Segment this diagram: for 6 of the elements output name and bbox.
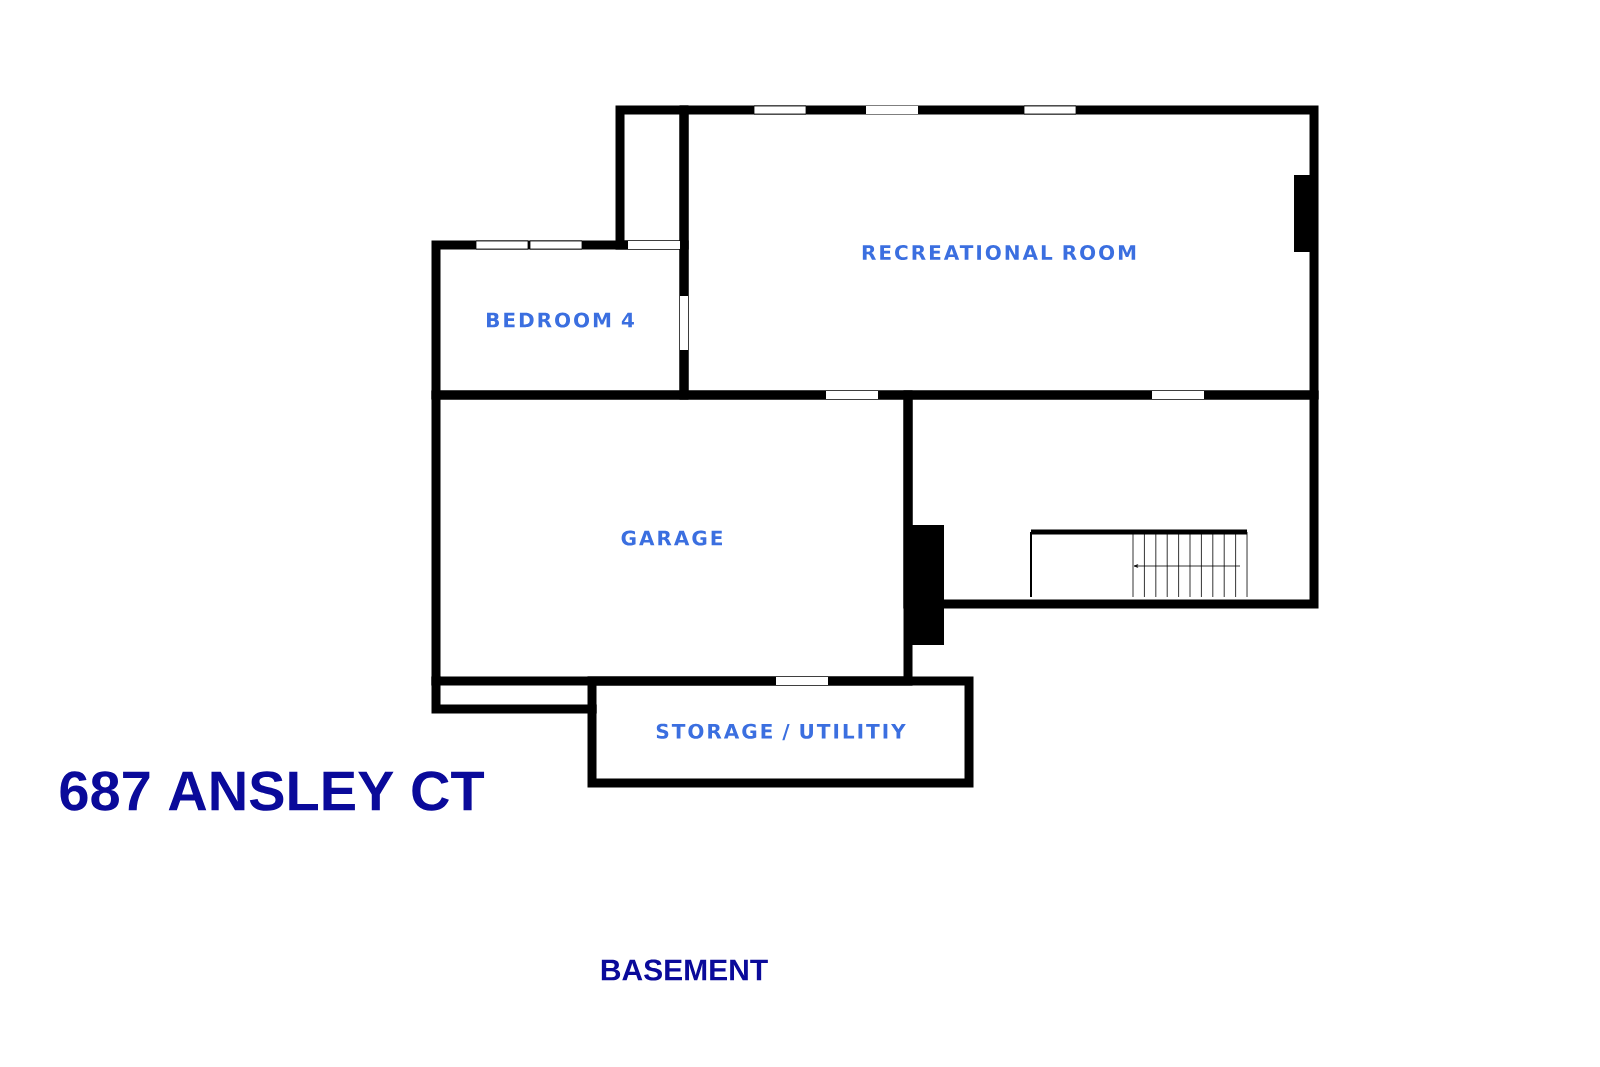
floor-caption: BASEMENT — [601, 959, 768, 981]
address-title: 687 ANSLEY CT — [60, 771, 485, 811]
room-label: GARAGE — [431, 390, 913, 686]
room-label: STORAGE / UTILITIY — [587, 676, 974, 788]
room-outline — [903, 390, 1319, 609]
room-label: RECREATIONAL ROOM — [679, 105, 1319, 400]
